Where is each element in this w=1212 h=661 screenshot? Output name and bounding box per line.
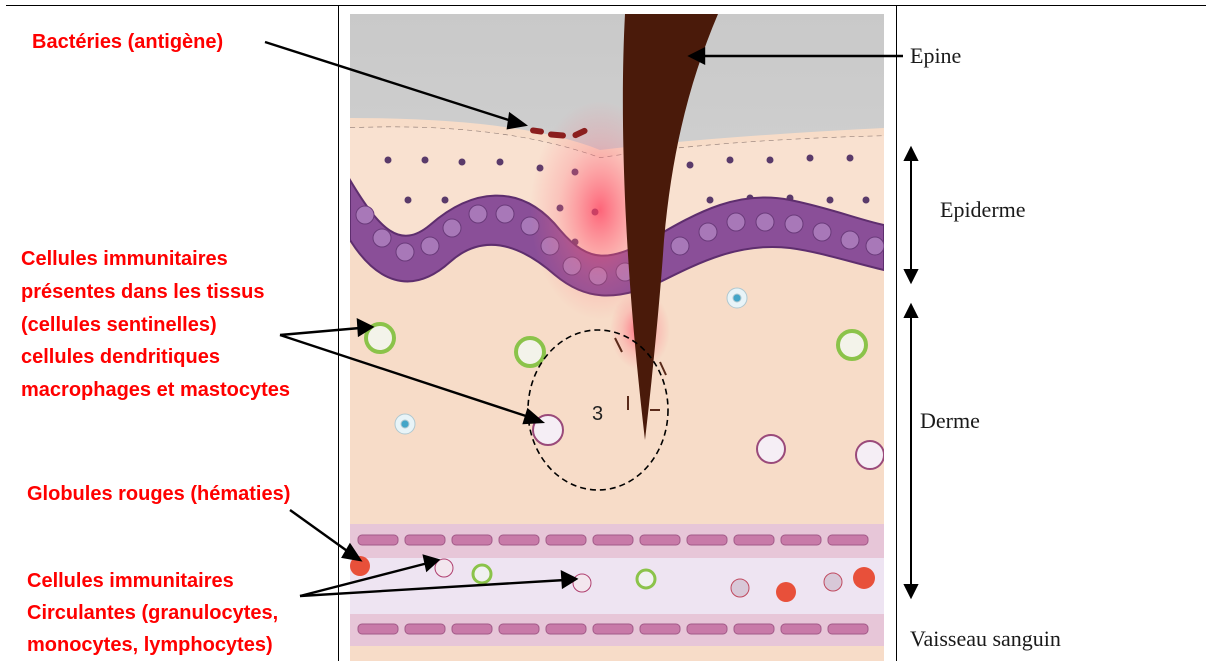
label-resident-cells-1: Cellules immunitaires	[21, 246, 228, 272]
label-dermis: Derme	[920, 408, 980, 434]
label-red-blood-cells: Globules rouges (hématies)	[27, 481, 290, 507]
label-resident-cells-5: macrophages et mastocytes	[21, 377, 290, 403]
label-vessel: Vaisseau sanguin	[910, 626, 1061, 652]
zone-number: 3	[592, 403, 603, 425]
label-bacteria: Bactéries (antigène)	[32, 29, 223, 55]
label-resident-cells-2: présentes dans les tissus	[21, 279, 264, 305]
label-epidermis: Epiderme	[940, 197, 1026, 223]
label-circulating-cells-1: Cellules immunitaires	[27, 568, 234, 594]
layer-brackets	[905, 148, 917, 597]
label-circulating-cells-2: Circulantes (granulocytes,	[27, 600, 278, 626]
label-resident-cells-4: cellules dendritiques	[21, 344, 220, 370]
label-spine: Epine	[910, 43, 961, 69]
label-resident-cells-3: (cellules sentinelles)	[21, 312, 217, 338]
label-circulating-cells-3: monocytes, lymphocytes)	[27, 632, 273, 658]
